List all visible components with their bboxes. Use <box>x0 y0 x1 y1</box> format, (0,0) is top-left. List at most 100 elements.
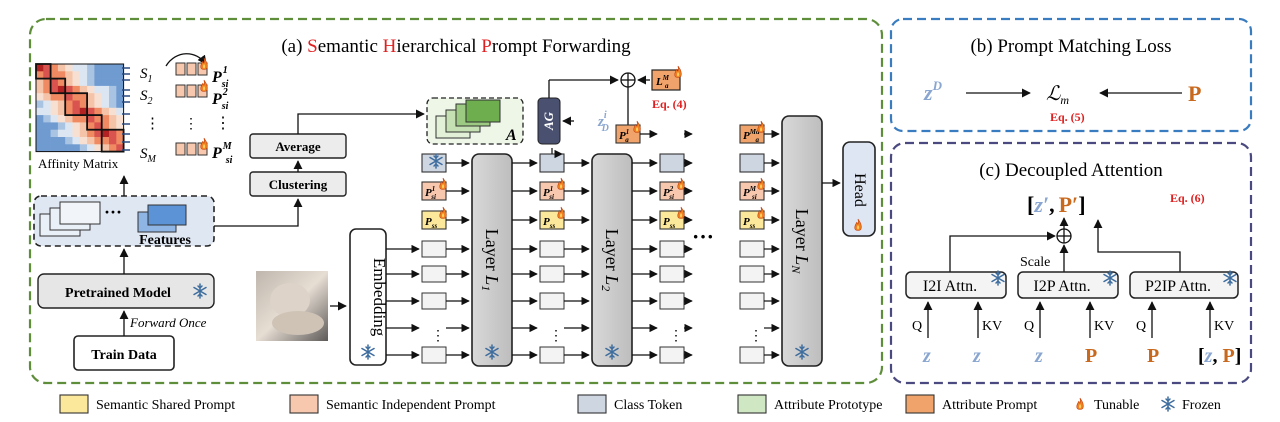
panel-c-title: (c) Decoupled Attention <box>979 160 1163 181</box>
affinity-cell <box>79 85 88 94</box>
affinity-cell <box>57 78 66 87</box>
prompt-mini <box>175 142 186 156</box>
snowflake-icon <box>1161 396 1175 412</box>
affinity-cell <box>87 137 95 145</box>
prompt-pss-label: Pss <box>663 216 675 230</box>
affinity-cell <box>94 107 102 116</box>
eq4-label: Eq. (4) <box>652 97 687 111</box>
affinity-cell <box>65 100 73 109</box>
image-token <box>739 265 765 283</box>
affinity-cell <box>109 85 117 94</box>
flame-icon <box>757 120 765 133</box>
ag-label: AG <box>541 111 556 131</box>
zd-b-label: zD <box>923 78 943 105</box>
affinity-cell <box>109 64 117 72</box>
affinity-cell <box>101 129 110 138</box>
affinity-cell <box>43 71 51 79</box>
affinity-cell <box>101 71 110 79</box>
legend-label: Tunable <box>1094 398 1139 413</box>
legend-label: Semantic Independent Prompt <box>326 398 496 413</box>
affinity-cell <box>101 122 110 130</box>
affinity-cell <box>65 137 73 145</box>
attn-label-1: I2I Attn. <box>923 278 977 295</box>
prototype-card <box>465 99 501 123</box>
flame-icon <box>200 137 208 150</box>
layer-label-3: Layer LN <box>789 209 812 274</box>
image-token <box>421 346 447 364</box>
affinity-cell <box>72 144 81 152</box>
affinity-cell <box>94 78 102 87</box>
affinity-cell <box>36 71 44 79</box>
legend-swatch <box>577 394 607 414</box>
legend-label: Attribute Prototype <box>774 398 883 413</box>
image-token <box>421 265 447 283</box>
flame-icon <box>200 79 208 92</box>
s-label-1: S1 <box>140 66 153 85</box>
affinity-cell <box>116 78 124 87</box>
affinity-cell <box>116 85 124 94</box>
layer-label-1: Layer L1 <box>479 229 502 291</box>
affinity-cell <box>116 115 124 123</box>
affinity-cell <box>57 100 66 109</box>
affinity-cell <box>87 144 95 152</box>
loss-label: ℒm <box>1046 83 1069 107</box>
affinity-cell <box>87 85 95 94</box>
panel-b-title: (b) Prompt Matching Loss <box>970 36 1171 57</box>
layer-block-1 <box>471 153 513 367</box>
head-label: Head <box>851 173 868 207</box>
feature-card <box>59 201 101 225</box>
average-label: Average <box>275 139 320 154</box>
mini-dots: ⋮ <box>184 117 198 132</box>
affinity-cell <box>101 100 110 109</box>
affinity-cell <box>43 115 51 123</box>
affinity-cell <box>50 137 59 145</box>
embedding-block <box>349 228 387 366</box>
q-input: z <box>922 345 931 367</box>
affinity-cell <box>36 64 44 72</box>
affinity-cell <box>94 122 102 130</box>
cat-shape <box>270 283 310 317</box>
affinity-cell <box>50 64 59 72</box>
affinity-cell <box>65 107 73 116</box>
affinity-cell <box>72 129 81 138</box>
feature-card <box>147 204 187 226</box>
image-token <box>659 346 685 364</box>
affinity-cell <box>72 78 81 87</box>
q-input: z <box>1034 345 1043 367</box>
image-token <box>421 292 447 310</box>
affinity-cell <box>65 129 73 138</box>
scale-label: Scale <box>1020 255 1050 270</box>
image-token <box>421 240 447 258</box>
prompt-mini <box>186 62 197 76</box>
affinity-cell <box>79 93 88 101</box>
affinity-cell <box>43 129 51 138</box>
prompt-mini <box>175 62 186 76</box>
image-token <box>739 346 765 364</box>
cluster-box <box>64 92 88 116</box>
flame-icon <box>674 65 682 78</box>
panel-b-border <box>889 17 1253 133</box>
kv-label: KV <box>1094 319 1114 334</box>
affinity-cell <box>50 115 59 123</box>
affinity-cell <box>109 129 117 138</box>
affinity-cell <box>79 78 88 87</box>
panel-c: (c) Decoupled Attention [z′,P′] Eq. (6) … <box>889 141 1253 385</box>
affinity-cell <box>116 93 124 101</box>
flame-icon <box>633 120 641 133</box>
affinity-cell <box>36 122 44 130</box>
s-label-dots: ⋮ <box>145 116 160 132</box>
token-vdots: ⋮ <box>431 329 445 344</box>
attn-label-2: I2P Attn. <box>1033 278 1090 295</box>
affinity-cell <box>94 71 102 79</box>
cluster-box <box>49 77 67 95</box>
cluster-box <box>86 114 103 131</box>
affinity-cell <box>50 78 59 87</box>
affinity-cell <box>43 78 51 87</box>
